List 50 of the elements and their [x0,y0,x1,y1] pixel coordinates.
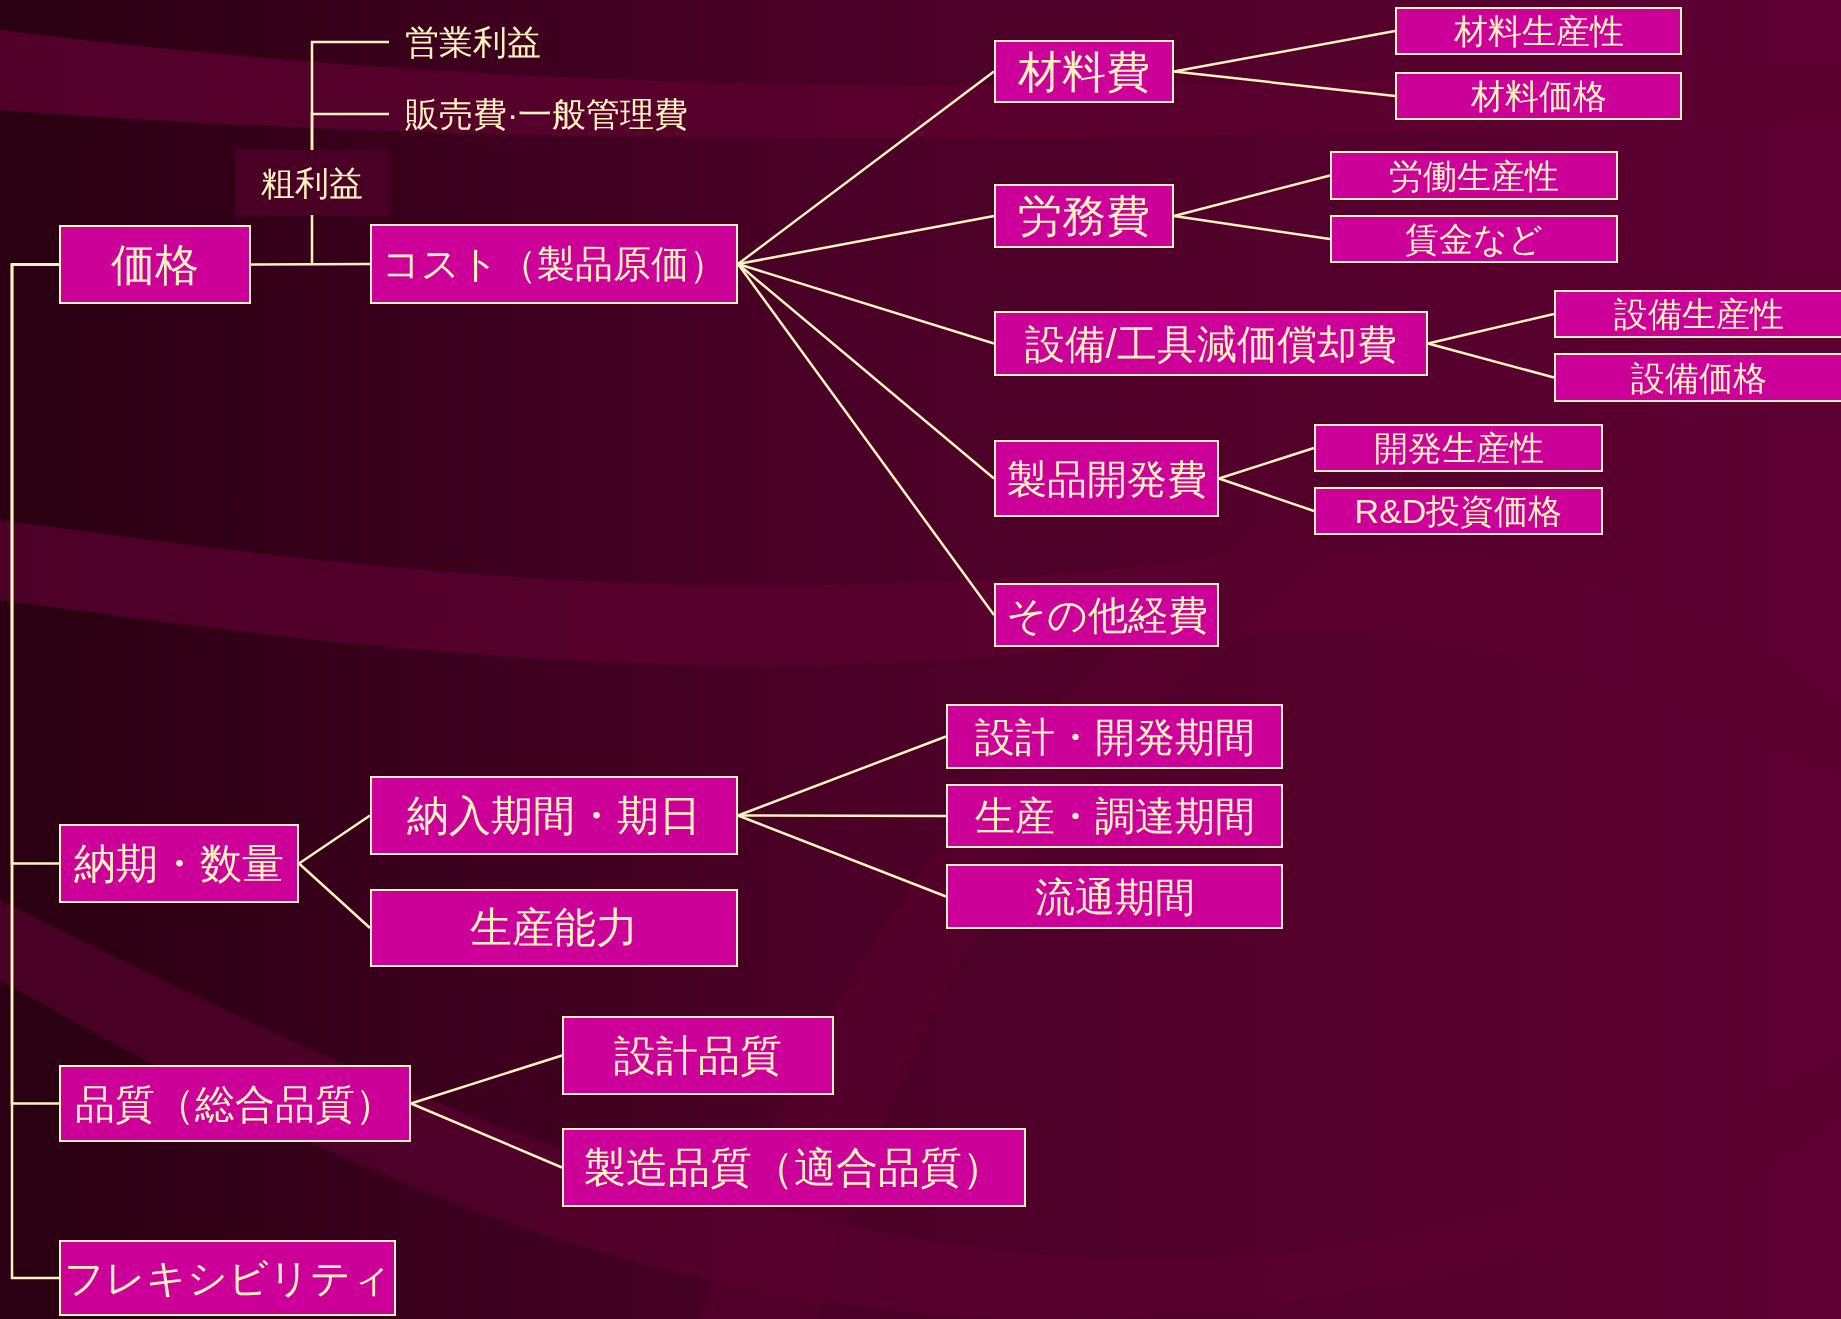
category-box: 労務費 [994,184,1174,248]
connector-line [298,862,371,929]
category-box: 材料費 [994,40,1174,103]
connector-line [310,215,314,265]
category-box: 開発生産性 [1314,424,1603,472]
item-text: 販売費·一般管理費 [405,92,750,136]
category-box: 製品開発費 [994,440,1219,517]
connector-line [737,262,995,345]
connector-line [310,112,389,150]
category-box: その他経費 [994,583,1219,647]
connector-line [1427,342,1555,379]
category-box: 賃金など [1330,215,1618,263]
connector-line [1173,70,1396,98]
category-box: 流通期間 [946,864,1283,929]
connector-line [1173,174,1331,218]
connector-line [410,1054,563,1105]
category-box: 設備生産性 [1554,290,1841,338]
connector-line [1173,29,1396,73]
category-box: 納入期間・期日 [370,776,738,855]
category-box: 設備価格 [1554,353,1841,402]
connector-line [738,814,946,818]
connector-line [1427,312,1555,345]
connector-line [298,814,371,865]
category-box: 価格 [59,225,251,304]
connector-line [1218,477,1315,513]
label-box: 粗利益 [235,150,389,215]
category-box: 品質（総合品質） [59,1065,411,1142]
connector-line [737,214,995,266]
category-box: 材料生産性 [1395,7,1682,55]
connector-line [737,70,995,265]
category-box: 納期・数量 [59,824,299,903]
category-box: 製造品質（適合品質） [562,1128,1026,1207]
category-box: 生産・調達期間 [946,784,1283,848]
connector-line [251,262,370,266]
connector-line [10,263,59,1280]
category-box: フレキシビリティ [59,1240,396,1316]
connector-line [1173,214,1331,241]
connector-line [737,735,947,817]
category-box: 設計・開発期間 [946,704,1283,769]
connector-line [410,1102,563,1169]
connector-line [737,814,947,898]
category-box: 材料価格 [1395,72,1682,120]
category-box: 生産能力 [370,889,738,967]
category-box: R&D投資価格 [1314,487,1603,535]
item-text: 営業利益 [405,20,595,64]
category-box: 設計品質 [562,1016,834,1095]
category-box: コスト（製品原価） [370,224,738,304]
category-box: 労働生産性 [1330,151,1618,200]
connector-line [1218,446,1315,480]
category-box: 設備/工具減価償却費 [994,311,1428,376]
